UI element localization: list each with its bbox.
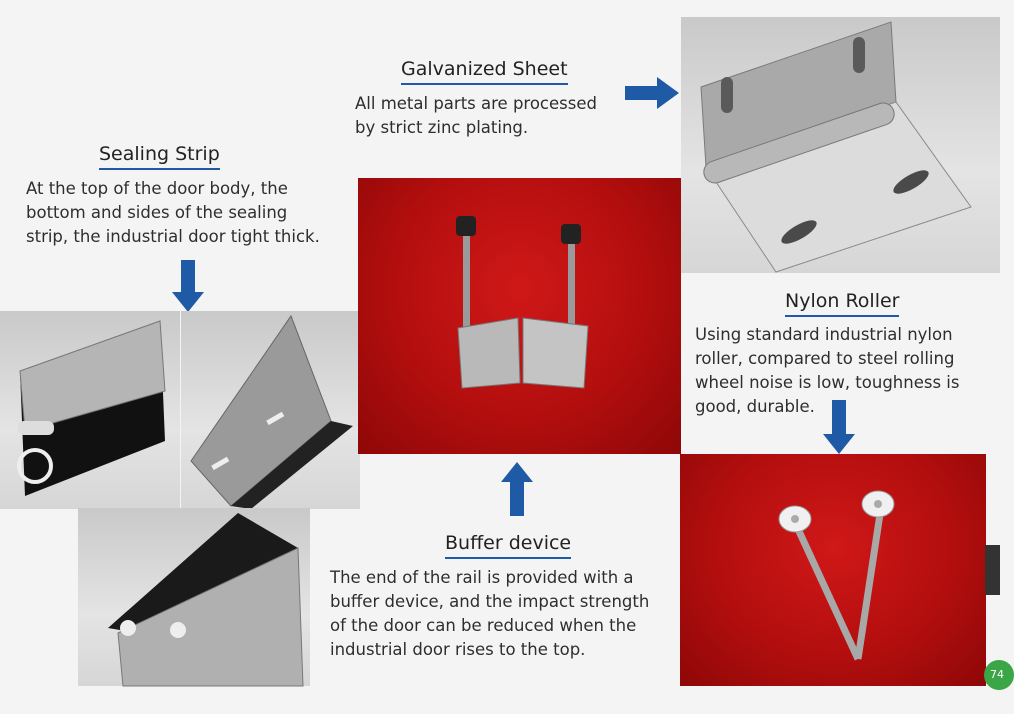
sealing-strip-image-1 [0, 311, 180, 509]
buffer-device-description: The end of the rail is provided with a b… [330, 566, 675, 662]
sealing-strip-heading: Sealing Strip [99, 143, 220, 170]
nylon-roller-title: Nylon Roller [785, 290, 900, 312]
side-tab[interactable] [985, 545, 1000, 595]
desc-line: industrial door rises to the top. [330, 640, 586, 659]
badge-text: 74 [990, 668, 1004, 681]
desc-line: buffer device, and the impact strength [330, 592, 650, 611]
desc-line: by strict zinc plating. [355, 118, 529, 137]
arrow-right-icon [625, 77, 679, 109]
arrow-up-icon [501, 462, 533, 516]
desc-line: wheel noise is low, toughness is [695, 373, 960, 392]
desc-line: The end of the rail is provided with a [330, 568, 634, 587]
desc-line: Using standard industrial nylon [695, 325, 953, 344]
buffer-device-title: Buffer device [445, 532, 572, 554]
nylon-roller-image [680, 454, 986, 686]
galvanized-sheet-image [681, 17, 1000, 273]
arrow-down-icon [823, 400, 855, 454]
buffer-device-image [358, 178, 681, 454]
desc-line: roller, compared to steel rolling [695, 349, 955, 368]
heading-underline [445, 557, 572, 559]
desc-line: All metal parts are processed [355, 94, 597, 113]
nylon-roller-description: Using standard industrial nylon roller, … [695, 323, 995, 419]
heading-underline [99, 168, 220, 170]
desc-line: At the top of the door body, the [26, 179, 288, 198]
heading-underline [785, 315, 900, 317]
sealing-strip-image-3 [78, 508, 310, 687]
heading-underline [401, 83, 568, 85]
nylon-roller-heading: Nylon Roller [785, 290, 900, 317]
sealing-strip-description: At the top of the door body, the bottom … [26, 177, 356, 249]
sealing-strip-image-2 [181, 311, 360, 509]
desc-line: good, durable. [695, 397, 815, 416]
arrow-down-icon [172, 260, 204, 312]
desc-line: strip, the industrial door tight thick. [26, 227, 320, 246]
sealing-strip-title: Sealing Strip [99, 143, 220, 165]
galvanized-sheet-description: All metal parts are processed by strict … [355, 92, 655, 140]
galvanized-sheet-title: Galvanized Sheet [401, 58, 568, 80]
buffer-device-heading: Buffer device [445, 532, 572, 559]
galvanized-sheet-heading: Galvanized Sheet [401, 58, 568, 85]
desc-line: of the door can be reduced when the [330, 616, 637, 635]
desc-line: bottom and sides of the sealing [26, 203, 288, 222]
status-badge[interactable]: 74 [984, 660, 1014, 690]
